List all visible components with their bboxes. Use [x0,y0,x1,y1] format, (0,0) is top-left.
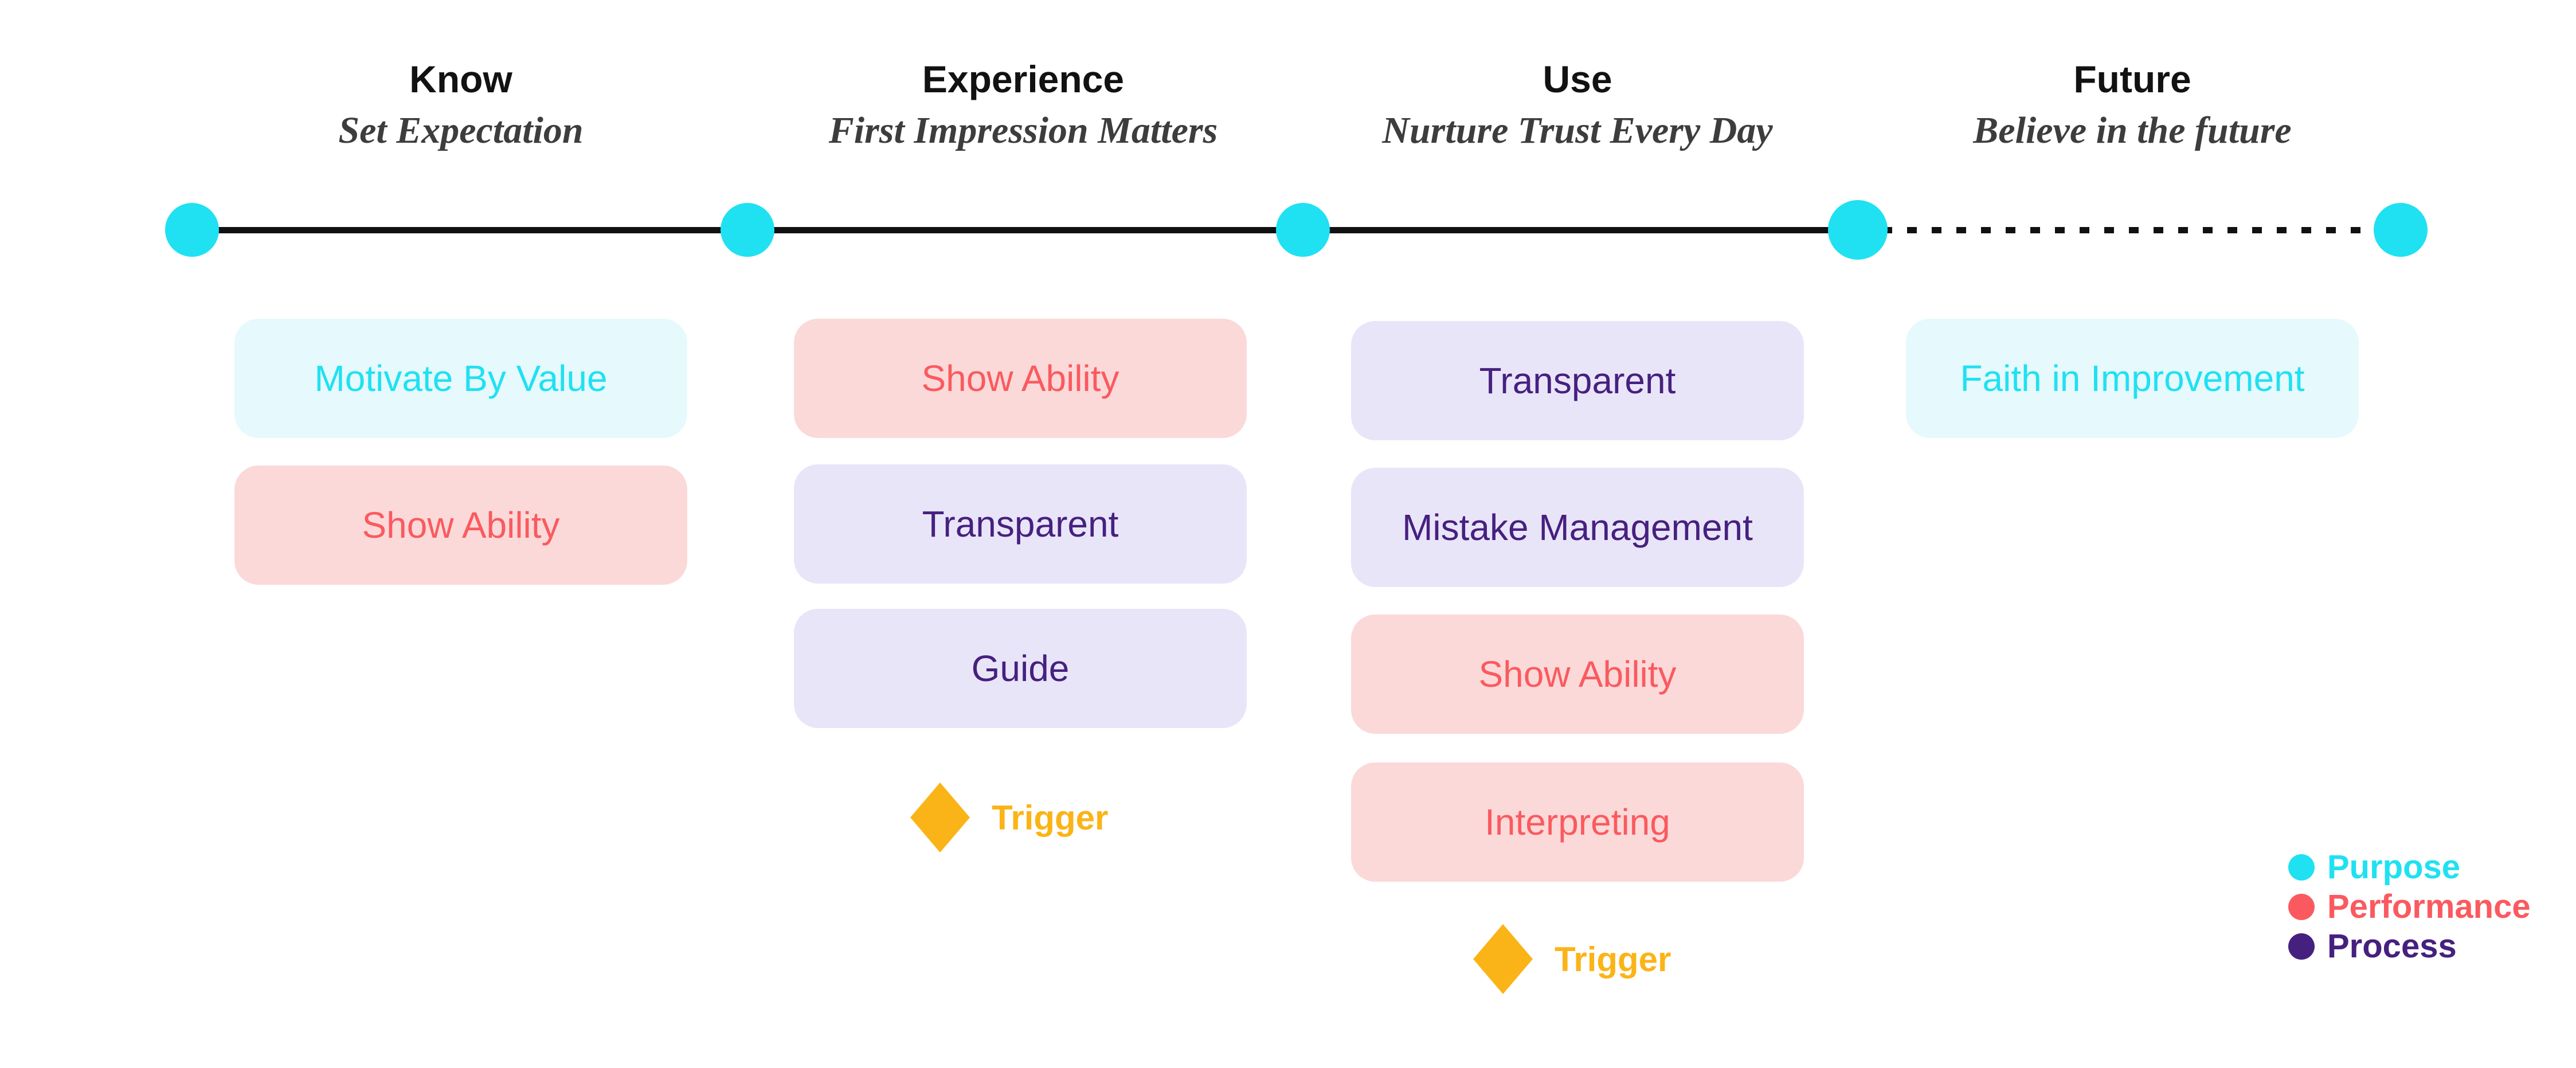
legend-item-performance: Performance [2288,887,2531,926]
phase-header-know: Know Set Expectation [105,55,816,158]
legend-item-process: Process [2288,926,2531,966]
phase-subtitle-use: Nurture Trust Every Day [1382,109,1773,151]
timeline-node-end-icon [2374,203,2428,257]
trigger-diamond-icon [910,783,970,852]
phase-subtitle-know: Set Expectation [338,109,584,151]
legend: Purpose Performance Process [2288,847,2531,966]
legend-dot-process-icon [2288,933,2315,960]
timeline-node-experience-icon [721,203,774,257]
timeline-line-dotted [1858,227,2401,233]
card-show-ability-experience: Show Ability [794,319,1247,438]
phase-title-know: Know [409,58,512,100]
card-mistake-management: Mistake Management [1351,468,1804,587]
legend-item-purpose: Purpose [2288,847,2531,887]
trigger-label: Trigger [992,798,1109,837]
phase-header-use: Use Nurture Trust Every Day [1222,55,1933,158]
timeline-node-know-icon [165,203,219,257]
card-transparent-use: Transparent [1351,321,1804,440]
legend-label-purpose: Purpose [2327,848,2461,886]
card-motivate-by-value: Motivate By Value [234,319,687,438]
legend-label-process: Process [2327,928,2457,965]
card-show-ability-use: Show Ability [1351,615,1804,734]
card-show-ability-know: Show Ability [234,465,687,585]
phase-title-use: Use [1543,58,1612,100]
card-interpreting: Interpreting [1351,762,1804,882]
trigger-use: Trigger [1473,921,1671,997]
timeline-node-future-icon [1828,200,1888,260]
card-faith-in-improvement: Faith in Improvement [1906,319,2359,438]
timeline-line-solid [192,227,1858,233]
trigger-label: Trigger [1555,940,1671,979]
legend-dot-purpose-icon [2288,854,2315,881]
phase-subtitle-experience: First Impression Matters [828,109,1218,151]
trigger-experience: Trigger [910,780,1108,855]
legend-label-performance: Performance [2327,888,2531,925]
card-guide: Guide [794,609,1247,728]
trigger-diamond-icon [1473,924,1533,994]
card-transparent-experience: Transparent [794,464,1247,584]
phase-title-future: Future [2073,58,2191,100]
phase-header-future: Future Believe in the future [1777,55,2488,158]
phase-header-experience: Experience First Impression Matters [668,55,1379,158]
phase-title-experience: Experience [922,58,1125,100]
legend-dot-performance-icon [2288,893,2315,920]
phase-subtitle-future: Believe in the future [1973,109,2292,151]
timeline-node-use-icon [1276,203,1330,257]
